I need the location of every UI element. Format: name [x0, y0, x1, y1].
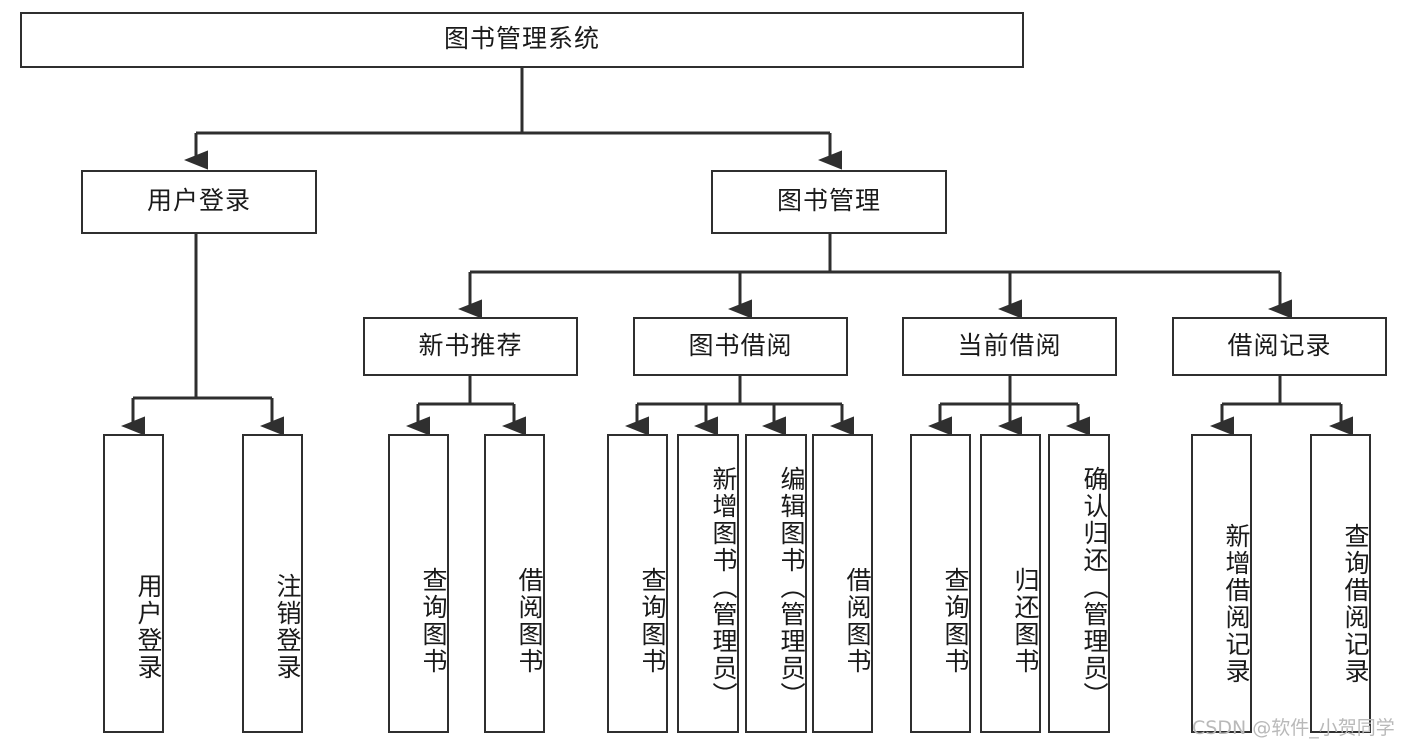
leaf-current-borrow-confirm-return-admin[interactable]: 确认归还（管理员） [1048, 434, 1110, 733]
leaf-current-borrow-query-book[interactable]: 查询图书 [910, 434, 971, 733]
leaf-book-borrow-query-book[interactable]: 查询图书 [607, 434, 668, 733]
leaf-borrow-record-query-record[interactable]: 查询借阅记录 [1310, 434, 1371, 733]
watermark-text: CSDN @软件_小贺同学 [1192, 717, 1395, 739]
leaf-new-book-query-book[interactable]: 查询图书 [388, 434, 449, 733]
node-root-system[interactable]: 图书管理系统 [20, 12, 1024, 68]
leaf-user-login-logout[interactable]: 注销登录 [242, 434, 303, 733]
leaf-book-borrow-add-book-admin[interactable]: 新增图书（管理员） [677, 434, 739, 733]
node-current-borrow[interactable]: 当前借阅 [902, 317, 1117, 376]
node-book-management[interactable]: 图书管理 [711, 170, 947, 234]
leaf-borrow-record-add-record[interactable]: 新增借阅记录 [1191, 434, 1252, 733]
leaf-user-login-login[interactable]: 用户登录 [103, 434, 164, 733]
leaf-new-book-borrow-book[interactable]: 借阅图书 [484, 434, 545, 733]
leaf-book-borrow-edit-book-admin[interactable]: 编辑图书（管理员） [745, 434, 807, 733]
node-borrow-record[interactable]: 借阅记录 [1172, 317, 1387, 376]
node-book-borrow[interactable]: 图书借阅 [633, 317, 848, 376]
node-new-book-recommend[interactable]: 新书推荐 [363, 317, 578, 376]
node-user-login[interactable]: 用户登录 [81, 170, 317, 234]
leaf-current-borrow-return-book[interactable]: 归还图书 [980, 434, 1041, 733]
leaf-book-borrow-borrow-book[interactable]: 借阅图书 [812, 434, 873, 733]
